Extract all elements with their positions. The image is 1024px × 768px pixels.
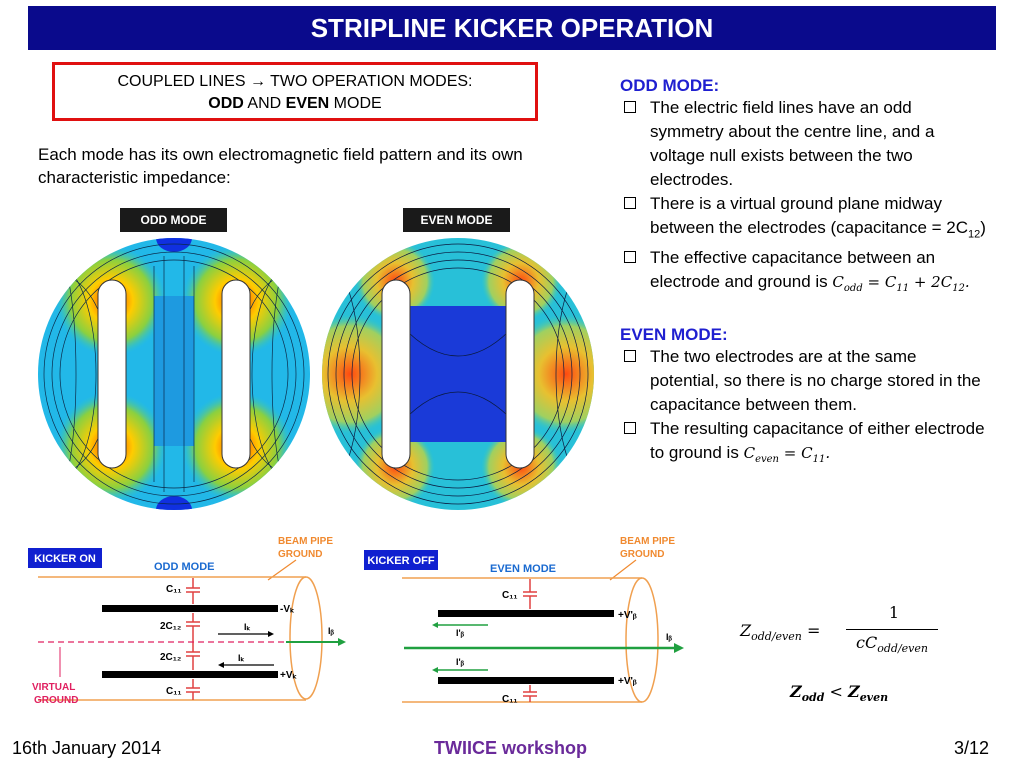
odd-mode-diagram-title: ODD MODE [154, 561, 215, 573]
kicker-on-text: KICKER ON [34, 553, 96, 565]
callout-line1: COUPLED LINES → TWO OPERATION MODES: [117, 73, 473, 90]
c11-bottom-label: C₁₁ [166, 686, 182, 697]
kicker-off-text: KICKER OFF [367, 555, 435, 567]
kicker-off-badge [364, 550, 438, 570]
beam-arrowhead [338, 638, 346, 646]
pipe-end-ellipse [289, 576, 323, 700]
even-bullet-2: The resulting capacitance of either elec… [620, 417, 990, 472]
capacitor-symbols [186, 578, 200, 700]
checkbox-bullet-icon [624, 101, 636, 113]
top-electrode [438, 610, 614, 617]
v-bottom-label: +V'ᵦ [618, 676, 637, 687]
formula-lhs: Zodd/even = [740, 621, 821, 644]
checkbox-bullet-icon [624, 197, 636, 209]
c12-bottom-label: 2C₁₂ [160, 652, 181, 663]
i-prime-top-label: I'ᵦ [456, 628, 465, 638]
beam-pipe-label: BEAM PIPE [620, 536, 675, 547]
c11-top-label: C₁₁ [166, 584, 182, 595]
odd-bullet-2: There is a virtual ground plane midway b… [620, 192, 990, 246]
ik-top-label: Iₖ [244, 622, 251, 632]
impedance-inequality: Zodd < Zeven [790, 682, 889, 705]
even-capacitance-equation: Ceven = C11. [743, 444, 831, 466]
pipe-end-ellipse [625, 577, 659, 703]
ib-label: Iᵦ [666, 632, 673, 642]
kicker-on-badge [28, 548, 102, 568]
callout-line2: ODD AND EVEN MODE [208, 95, 382, 112]
return-arrowhead-top [432, 622, 438, 628]
return-arrowhead-bottom [432, 667, 438, 673]
beam-pipe-label: BEAM PIPE [278, 536, 333, 547]
beam-pipe-ground-label: GROUND [278, 549, 322, 560]
virtual-ground-label: GROUND [34, 695, 78, 706]
pipe-pointer-arrow [609, 559, 637, 581]
mode-descriptions: ODD MODE: The electric field lines have … [620, 76, 990, 472]
beam-pipe-ground-label: GROUND [620, 549, 664, 560]
ik-bottom-label: Iₖ [238, 653, 245, 663]
formula-denominator: cCodd/even [856, 633, 928, 656]
checkbox-bullet-icon [624, 422, 636, 435]
intro-text: Each mode has its own electromagnetic fi… [38, 145, 523, 187]
c12-top-label: 2C₁₂ [160, 621, 181, 632]
v-top-label: +V'ᵦ [618, 610, 637, 621]
c11-bottom-label: C₁₁ [502, 694, 518, 705]
odd-capacitance-equation: Codd = C11 + 2C12. [832, 273, 970, 295]
virtual-label: VIRTUAL [32, 682, 75, 693]
odd-bullet-1: The electric field lines have an odd sym… [620, 96, 990, 192]
modes-callout: COUPLED LINES → TWO OPERATION MODES: ODD… [52, 62, 538, 121]
kicker-off-diagram: KICKER OFF EVEN MODE BEAM PIPE GROUND C₁… [364, 536, 684, 705]
formula-numerator: 1 [888, 603, 900, 622]
bottom-electrode [102, 671, 278, 678]
even-mode-label: EVEN MODE [403, 208, 510, 232]
v-plus-label: +Vₖ [280, 670, 298, 681]
ik-arrowhead-bottom [218, 662, 224, 668]
even-mode-field-image [322, 238, 594, 510]
v-minus-label: -Vₖ [280, 604, 295, 615]
even-mode-heading: EVEN MODE: [620, 325, 728, 345]
even-bullet-1: The two electrodes are at the same poten… [620, 345, 990, 417]
ik-arrowhead-top [268, 631, 274, 637]
odd-bullet-3: The effective capacitance between an ele… [620, 246, 990, 301]
impedance-formula: Zodd/even = 1 cCodd/even [740, 603, 950, 663]
slide-title: STRIPLINE KICKER OPERATION [28, 6, 996, 50]
footer-date: 16th January 2014 [12, 738, 162, 758]
beam-arrowhead [674, 643, 684, 653]
c11-top-label: C₁₁ [502, 590, 518, 601]
odd-mode-label: ODD MODE [120, 208, 227, 232]
footer-page-number: 3/12 [954, 738, 990, 758]
checkbox-bullet-icon [624, 251, 636, 264]
bottom-electrode [438, 677, 614, 684]
fraction-bar [846, 629, 938, 630]
even-mode-diagram-title: EVEN MODE [490, 563, 556, 575]
top-electrode [102, 605, 278, 612]
kicker-on-diagram: KICKER ON ODD MODE BEAM PIPE GROUND C₁₁ … [28, 536, 348, 706]
capacitor-symbols [523, 579, 537, 702]
odd-mode-heading: ODD MODE: [620, 76, 720, 95]
footer-workshop: TWIICE workshop [434, 738, 587, 758]
odd-mode-field-image [38, 238, 310, 510]
checkbox-bullet-icon [624, 350, 636, 363]
ib-label: Iᵦ [328, 626, 335, 636]
i-prime-bottom-label: I'ᵦ [456, 657, 465, 667]
